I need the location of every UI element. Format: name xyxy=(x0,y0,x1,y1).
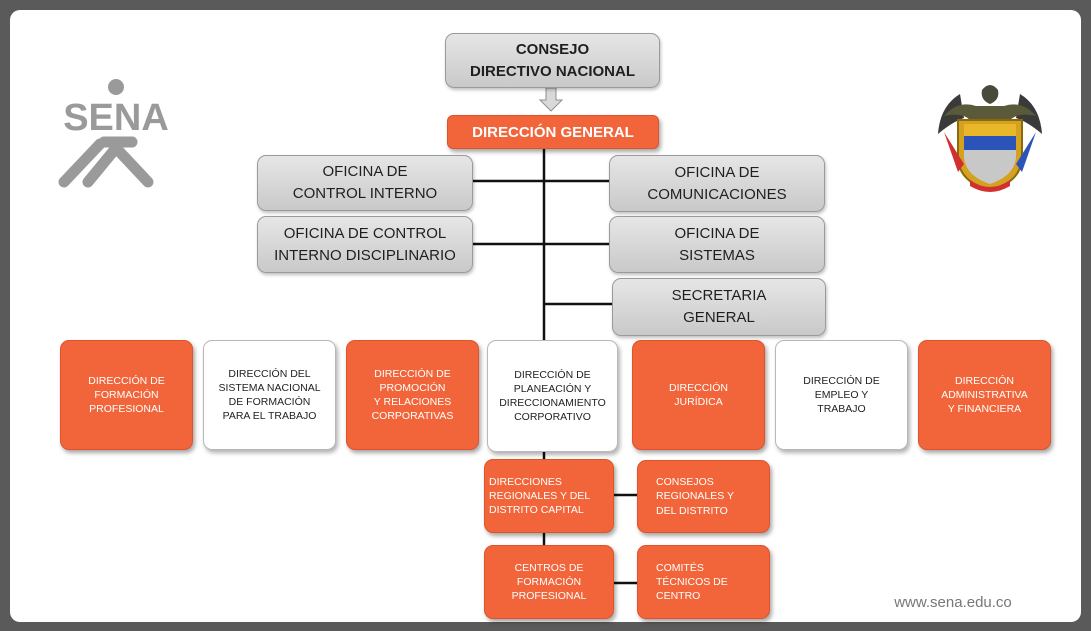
centros-formacion-label: CENTROS DE FORMACIÓN PROFESIONAL xyxy=(511,561,587,603)
direccion-administrativa-label: DIRECCIÓN ADMINISTRATIVA Y FINANCIERA xyxy=(941,374,1028,416)
direccion-sistema-nacional-label: DIRECCIÓN DEL SISTEMA NACIONAL DE FORMAC… xyxy=(218,367,321,423)
website-url: www.sena.edu.co xyxy=(894,594,1012,611)
consejo-directivo-label: CONSEJO DIRECTIVO NACIONAL xyxy=(470,40,635,80)
consejos-regionales-label: CONSEJOS REGIONALES Y DEL DISTRITO xyxy=(656,476,735,517)
arrow-down-icon xyxy=(538,87,564,112)
direccion-formacion-profesional-box: DIRECCIÓN DE FORMACIÓN PROFESIONAL xyxy=(60,340,193,450)
colombia-coat-of-arms-icon xyxy=(938,85,1042,192)
direccion-empleo-label: DIRECCIÓN DE EMPLEO Y TRABAJO xyxy=(803,374,880,416)
direccion-general-label: DIRECCIÓN GENERAL xyxy=(472,123,634,141)
direccion-planeacion-box: DIRECCIÓN DE PLANEACIÓN Y DIRECCIONAMIEN… xyxy=(487,340,618,452)
direccion-formacion-profesional-label: DIRECCIÓN DE FORMACIÓN PROFESIONAL xyxy=(88,374,165,416)
direccion-juridica-label: DIRECCIÓN JURÍDICA xyxy=(669,381,728,408)
sena-logo: SENA xyxy=(58,79,169,188)
oficina-sistemas-box: OFICINA DE SISTEMAS xyxy=(609,216,825,273)
comites-tecnicos-label: COMITÉS TÉCNICOS DE CENTRO xyxy=(656,561,728,603)
svg-text:SENA: SENA xyxy=(63,97,169,139)
centros-formacion-box: CENTROS DE FORMACIÓN PROFESIONAL xyxy=(484,545,614,619)
oficina-control-interno-box: OFICINA DE CONTROL INTERNO xyxy=(257,155,473,211)
oficina-control-interno-label: OFICINA DE CONTROL INTERNO xyxy=(292,163,438,202)
secretaria-general-box: SECRETARIA GENERAL xyxy=(612,278,826,336)
direccion-administrativa-box: DIRECCIÓN ADMINISTRATIVA Y FINANCIERA xyxy=(918,340,1051,450)
consejos-regionales-box: CONSEJOS REGIONALES Y DEL DISTRITO xyxy=(637,460,770,533)
secretaria-general-label: SECRETARIA GENERAL xyxy=(671,287,767,326)
direccion-juridica-box: DIRECCIÓN JURÍDICA xyxy=(632,340,765,450)
consejo-directivo-box: CONSEJO DIRECTIVO NACIONAL xyxy=(445,33,660,88)
direccion-general-box: DIRECCIÓN GENERAL xyxy=(447,115,659,149)
direccion-sistema-nacional-box: DIRECCIÓN DEL SISTEMA NACIONAL DE FORMAC… xyxy=(203,340,336,450)
oficina-comunicaciones-label: OFICINA DE COMUNICACIONES xyxy=(647,163,787,203)
direccion-promocion-box: DIRECCIÓN DE PROMOCIÓN Y RELACIONES CORP… xyxy=(346,340,479,450)
direccion-planeacion-label: DIRECCIÓN DE PLANEACIÓN Y DIRECCIONAMIEN… xyxy=(499,368,606,424)
oficina-sistemas-label: OFICINA DE SISTEMAS xyxy=(674,224,760,264)
oficina-comunicaciones-box: OFICINA DE COMUNICACIONES xyxy=(609,155,825,212)
oficina-control-disciplinario-label: OFICINA DE CONTROL INTERNO DISCIPLINARIO xyxy=(274,224,456,264)
direcciones-regionales-label: DIRECCIONES REGIONALES Y DEL DISTRITO CA… xyxy=(489,475,591,517)
comites-tecnicos-box: COMITÉS TÉCNICOS DE CENTRO xyxy=(637,545,770,619)
oficina-control-disciplinario-box: OFICINA DE CONTROL INTERNO DISCIPLINARIO xyxy=(257,216,473,273)
direccion-empleo-box: DIRECCIÓN DE EMPLEO Y TRABAJO xyxy=(775,340,908,450)
direcciones-regionales-box: DIRECCIONES REGIONALES Y DEL DISTRITO CA… xyxy=(484,459,614,533)
direccion-promocion-label: DIRECCIÓN DE PROMOCIÓN Y RELACIONES CORP… xyxy=(371,367,454,423)
